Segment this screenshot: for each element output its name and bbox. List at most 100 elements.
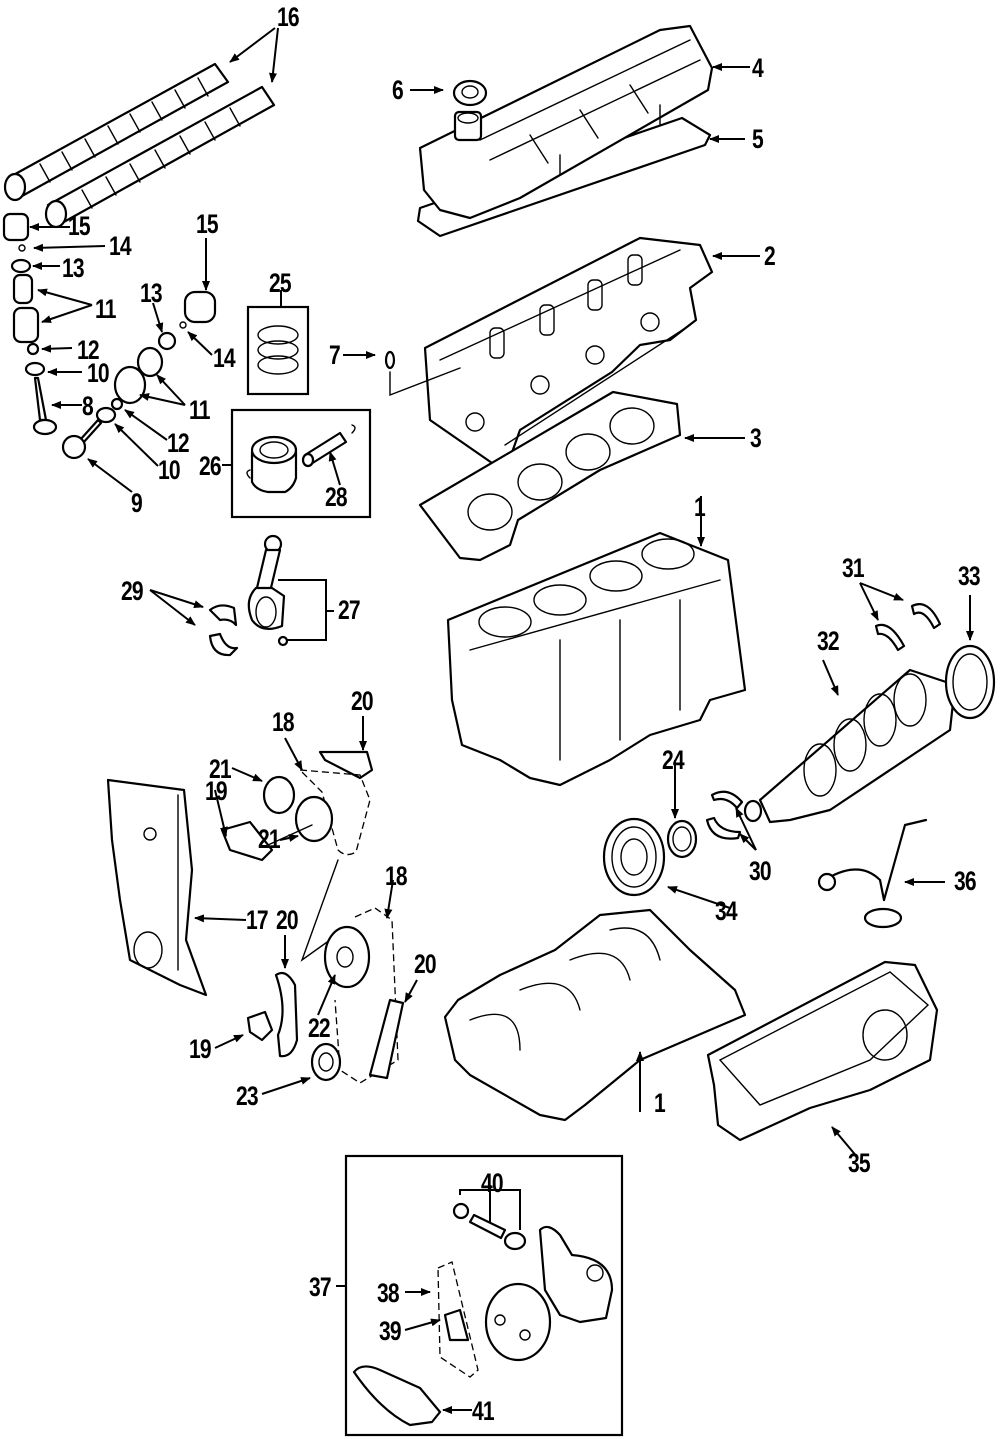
valve-seal-right[interactable] — [110, 397, 124, 411]
oil-pump-housing[interactable] — [538, 1225, 614, 1324]
crankshaft-sprocket[interactable] — [323, 925, 371, 989]
lower-timing-chain[interactable] — [334, 907, 399, 1084]
front-crank-seal[interactable] — [666, 819, 698, 859]
piston-pin[interactable] — [301, 431, 348, 468]
valve-keeper-left[interactable] — [18, 244, 26, 252]
relief-valve-parts[interactable] — [452, 1202, 527, 1251]
callout-30: 30 — [749, 856, 772, 886]
rod-bearings[interactable] — [208, 604, 239, 657]
crankshaft[interactable] — [743, 668, 957, 824]
cam-sprocket-2[interactable] — [294, 795, 334, 843]
callout-39: 39 — [379, 1316, 402, 1346]
callout-31: 31 — [842, 553, 865, 583]
callout-14: 14 — [213, 343, 236, 373]
callout-35: 35 — [848, 1148, 871, 1178]
oil-pump-chain-cover[interactable] — [352, 1365, 442, 1427]
head-gasket[interactable] — [418, 390, 682, 562]
crankshaft-pulley[interactable] — [602, 817, 666, 897]
valve-lifter-right[interactable] — [183, 290, 217, 324]
valve-cover-gasket[interactable] — [416, 116, 712, 238]
callout-10: 10 — [87, 358, 110, 388]
upper-timing-chain[interactable] — [298, 769, 371, 856]
spring-retainer-left[interactable] — [10, 258, 32, 274]
callout-13: 13 — [140, 278, 163, 308]
chain-guide-pump[interactable] — [443, 1308, 470, 1342]
callout-19: 19 — [205, 776, 228, 806]
callout-16: 16 — [277, 2, 300, 32]
callout-41: 41 — [472, 1396, 495, 1426]
callout-21: 21 — [258, 824, 281, 854]
valve-springs-right[interactable] — [113, 346, 164, 405]
callout-2: 2 — [764, 241, 776, 271]
valve-cover[interactable] — [418, 24, 714, 220]
callout-26: 26 — [199, 451, 222, 481]
callout-12: 12 — [167, 428, 190, 458]
camshaft-upper[interactable] — [3, 62, 230, 202]
callout-29: 29 — [121, 576, 144, 606]
upper-chain-guide[interactable] — [318, 750, 374, 780]
callout-34: 34 — [715, 896, 738, 926]
callout-8: 8 — [82, 391, 94, 421]
spring-retainer-right[interactable] — [157, 331, 177, 351]
oil-pump-assembly-box — [344, 1154, 624, 1437]
camshaft-lower[interactable] — [44, 85, 276, 229]
chain-tensioner-lower[interactable] — [246, 1010, 274, 1042]
connecting-rod[interactable] — [247, 534, 286, 631]
callout-28: 28 — [325, 482, 348, 512]
temperature-sensor[interactable] — [384, 350, 396, 370]
oil-pan[interactable] — [706, 960, 939, 1142]
spring-seat-right[interactable] — [95, 406, 117, 424]
callout-32: 32 — [817, 626, 840, 656]
valve-lifter-left[interactable] — [2, 212, 30, 242]
callout-20: 20 — [414, 949, 437, 979]
rear-main-seal[interactable] — [944, 644, 996, 720]
callout-33: 33 — [958, 561, 981, 591]
callout-24: 24 — [662, 745, 685, 775]
valve-seal-left[interactable] — [26, 342, 40, 356]
callout-15: 15 — [68, 211, 91, 241]
timing-cover[interactable] — [106, 778, 208, 997]
valve-exhaust[interactable] — [61, 418, 103, 460]
cam-sprocket-1[interactable] — [262, 775, 296, 815]
callout-14: 14 — [109, 231, 132, 261]
callout-11: 11 — [189, 395, 210, 425]
piston-rings[interactable] — [257, 325, 299, 375]
callout-18: 18 — [385, 861, 408, 891]
callout-36: 36 — [954, 866, 977, 896]
valve-springs-left[interactable] — [12, 273, 40, 344]
callout-20: 20 — [351, 686, 374, 716]
chain-guide-right[interactable] — [368, 998, 405, 1080]
callout-6: 6 — [392, 75, 404, 105]
oil-filler-neck[interactable] — [453, 110, 483, 142]
oil-pump-rotor-body[interactable] — [484, 1282, 552, 1362]
callout-11: 11 — [95, 294, 116, 324]
oil-pickup-tube[interactable] — [817, 818, 928, 929]
thrust-washers[interactable] — [874, 603, 942, 652]
callout-12: 12 — [77, 335, 100, 365]
callout-15: 15 — [196, 209, 219, 239]
callout-20: 20 — [276, 905, 299, 935]
piston-assembly-box — [230, 408, 372, 519]
callout-7: 7 — [329, 340, 341, 370]
valve-keeper-right[interactable] — [179, 321, 187, 329]
callout-1: 1 — [654, 1088, 666, 1118]
callout-21: 21 — [209, 754, 232, 784]
chain-guide-left[interactable] — [274, 971, 299, 1058]
rod-nut[interactable] — [277, 635, 289, 647]
oil-pump-chain[interactable] — [437, 1261, 479, 1378]
main-bearings[interactable] — [705, 790, 744, 840]
spring-seat-left[interactable] — [24, 361, 46, 377]
callout-1: 1 — [694, 492, 706, 522]
oil-filler-cap[interactable] — [452, 79, 488, 107]
callout-40: 40 — [481, 1168, 504, 1198]
callout-17: 17 — [246, 905, 269, 935]
callout-13: 13 — [62, 253, 85, 283]
cylinder-block[interactable] — [446, 531, 747, 787]
crank-timing-gear[interactable] — [310, 1042, 342, 1082]
lower-crankcase[interactable] — [443, 908, 747, 1122]
piston[interactable] — [250, 435, 298, 494]
chain-tensioner-upper[interactable] — [220, 820, 274, 862]
callout-9: 9 — [131, 488, 143, 518]
valve-intake[interactable] — [32, 376, 58, 436]
